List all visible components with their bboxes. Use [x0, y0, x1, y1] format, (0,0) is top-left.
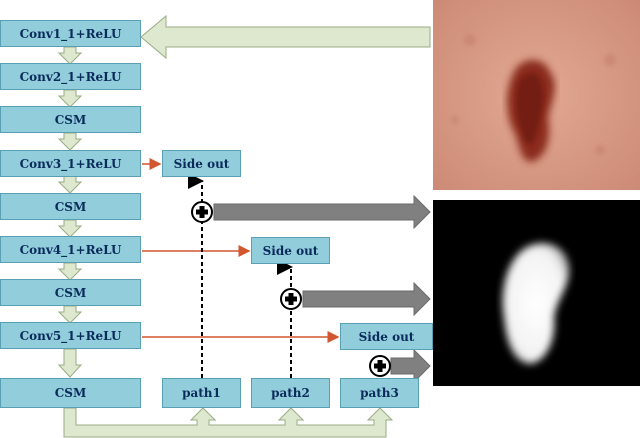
conv4-block: Conv4_1+ReLU	[0, 236, 141, 263]
conv2-block: Conv2_1+ReLU	[0, 63, 141, 90]
side-out-1: Side out	[162, 150, 241, 177]
path-block-3: path3	[340, 378, 419, 408]
plus-circle-icon	[191, 201, 213, 223]
side-out-2: Side out	[251, 237, 330, 264]
backbone-down-arrows	[57, 46, 83, 378]
conv1-block: Conv1_1+ReLU	[0, 20, 141, 47]
plus-circle-icon	[369, 355, 391, 377]
csm-block-3: CSM	[0, 279, 141, 306]
side-out-arrows	[142, 158, 340, 343]
path-block-1: path1	[162, 378, 241, 408]
bottom-return-arrow	[63, 407, 394, 438]
input-big-arrow	[140, 14, 431, 60]
output-arrows	[213, 194, 431, 384]
segmentation-mask-image	[433, 200, 640, 386]
csm-block-4: CSM	[0, 378, 141, 408]
plus-circle-icon	[280, 288, 302, 310]
side-out-3: Side out	[340, 323, 433, 350]
dermoscopy-image	[433, 0, 640, 190]
conv3-block: Conv3_1+ReLU	[0, 150, 141, 177]
csm-block-1: CSM	[0, 106, 141, 133]
conv5-block: Conv5_1+ReLU	[0, 322, 141, 349]
path-block-2: path2	[251, 378, 330, 408]
csm-block-2: CSM	[0, 193, 141, 220]
